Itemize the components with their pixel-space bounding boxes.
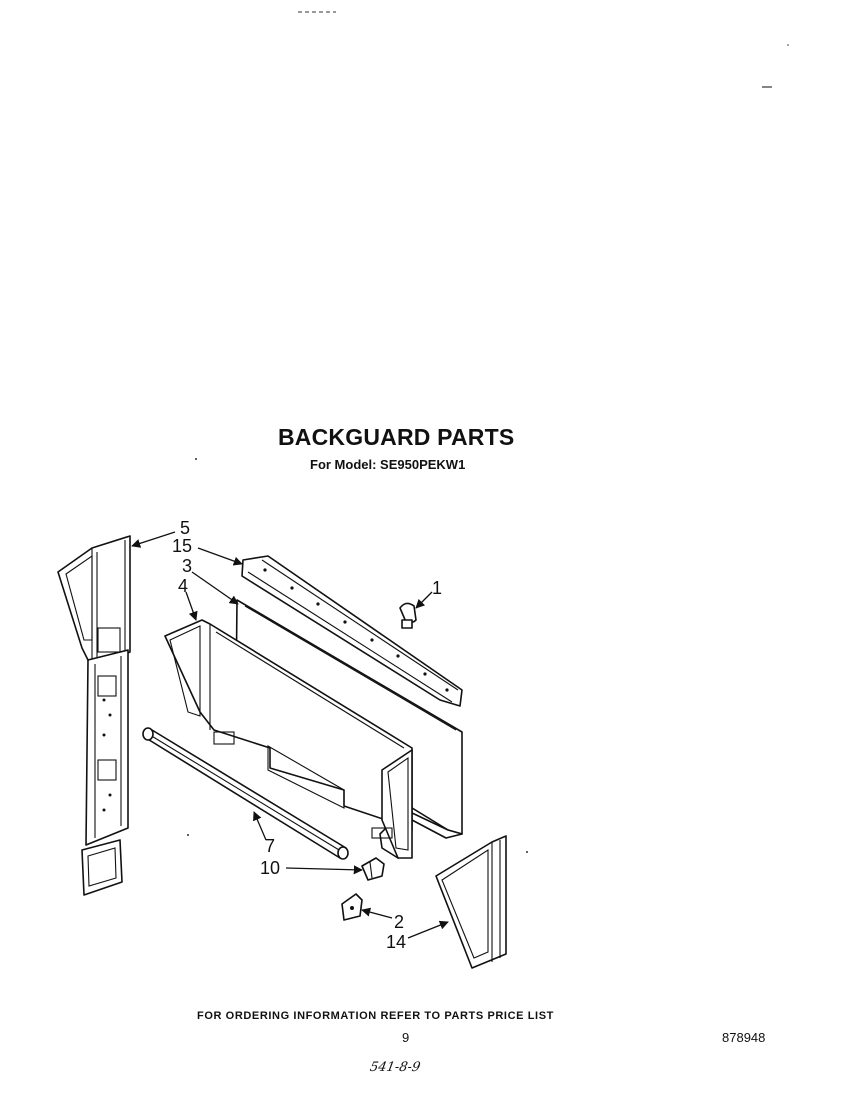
callout-7: 7 [265,836,275,856]
callout-3: 3 [182,556,192,576]
scan-marks [187,11,789,853]
part-14-right-side-trim [435,835,507,969]
part-15-top-rail [241,555,463,707]
ordering-information-note: FOR ORDERING INFORMATION REFER TO PARTS … [197,1010,554,1022]
part-2-bracket [341,893,363,921]
callout-4: 4 [178,576,188,596]
callout-14: 14 [386,932,406,952]
callout-10: 10 [260,858,280,878]
model-subtitle: For Model: SE950PEKW1 [310,457,466,472]
page-title: BACKGUARD PARTS [278,424,515,450]
leader-lines [131,531,449,939]
part-5-side-trim [57,535,131,896]
callout-1: 1 [432,578,442,598]
page-number: 9 [402,1030,410,1045]
part-7-fluorescent-tube [142,727,349,860]
part-1-clip [399,602,417,629]
part-4-backguard-housing [164,619,413,859]
handwritten-note: 541-8-9 [368,1060,422,1075]
callout-15: 15 [172,536,192,556]
callout-numbers: 5 15 3 4 1 7 10 2 14 [172,518,442,952]
part-10-lamp-holder [361,857,385,881]
callout-2: 2 [394,912,404,932]
callout-5: 5 [180,518,190,538]
document-number: 878948 [722,1030,766,1045]
